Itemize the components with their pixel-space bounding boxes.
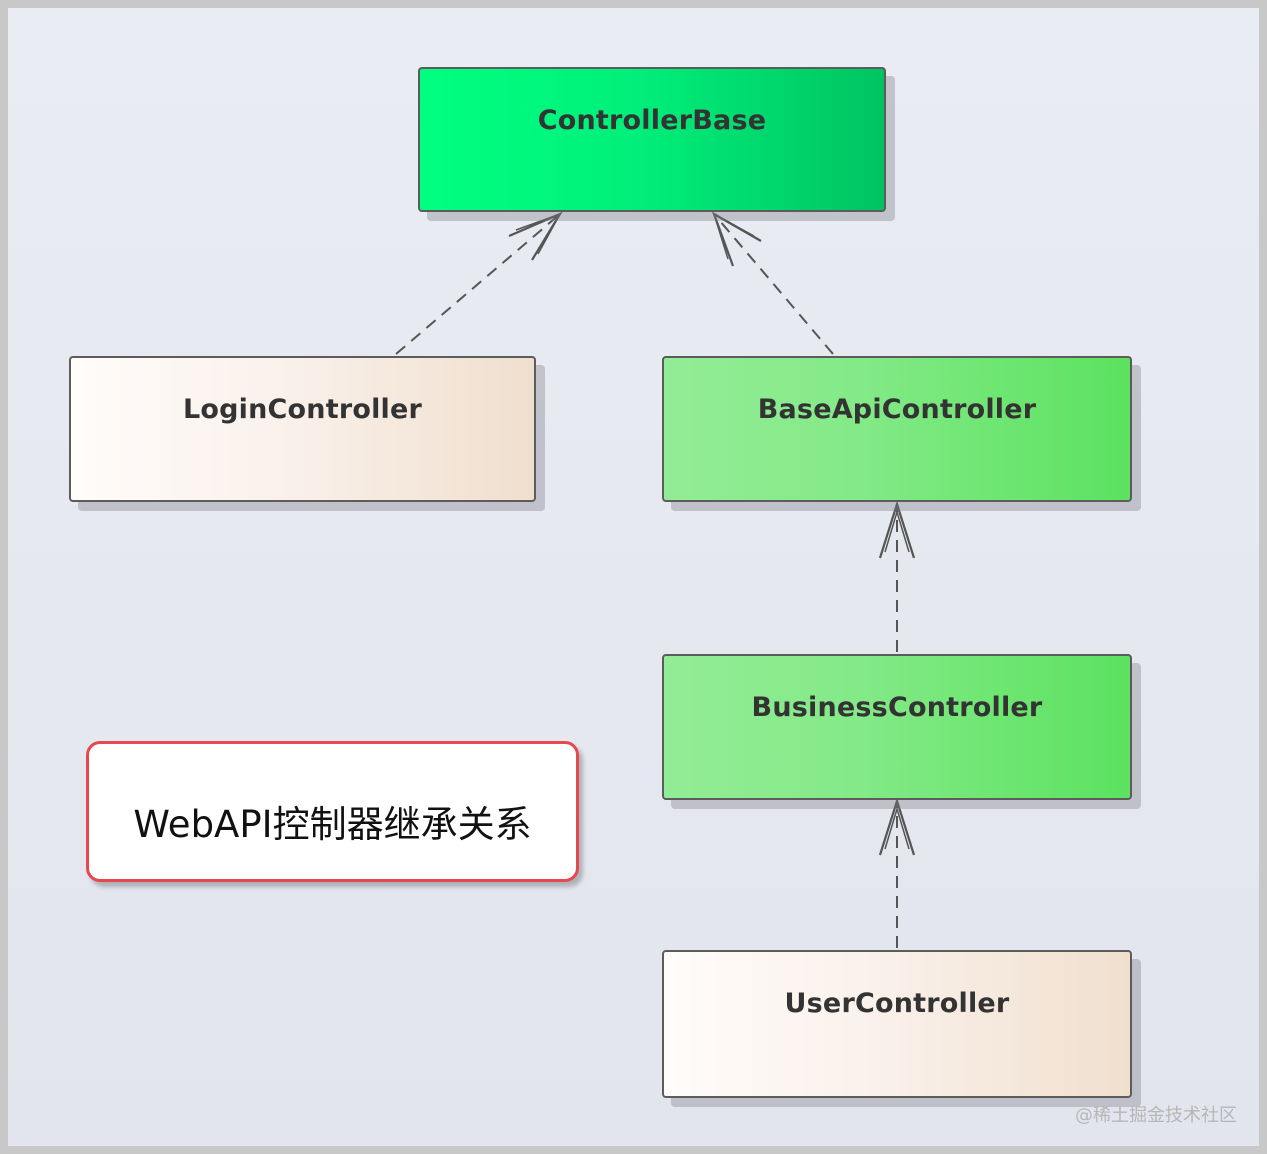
edge-login-to-base	[395, 213, 561, 355]
class-name: UserController	[784, 988, 1010, 1019]
class-name: ControllerBase	[537, 105, 767, 136]
diagram-note[interactable]: WebAPI控制器继承关系	[86, 741, 579, 882]
class-business-controller[interactable]: BusinessController	[662, 654, 1132, 800]
arrowhead-baseapi-to-base	[711, 211, 762, 267]
class-name: BaseApiController	[757, 394, 1037, 425]
class-user-controller[interactable]: UserController	[662, 950, 1132, 1098]
watermark: @稀土掘金技术社区	[1075, 1105, 1237, 1126]
class-controller-base[interactable]: ControllerBase	[418, 67, 886, 212]
class-name: LoginController	[182, 394, 423, 425]
class-login-controller[interactable]: LoginController	[69, 356, 536, 502]
arrowhead-business-to-baseapi	[878, 500, 916, 559]
class-name: BusinessController	[751, 692, 1043, 723]
arrowhead-user-to-business	[878, 797, 916, 856]
edge-baseapi-to-base	[713, 213, 834, 355]
class-base-api-controller[interactable]: BaseApiController	[662, 356, 1132, 502]
note-text: WebAPI控制器继承关系	[133, 803, 532, 846]
